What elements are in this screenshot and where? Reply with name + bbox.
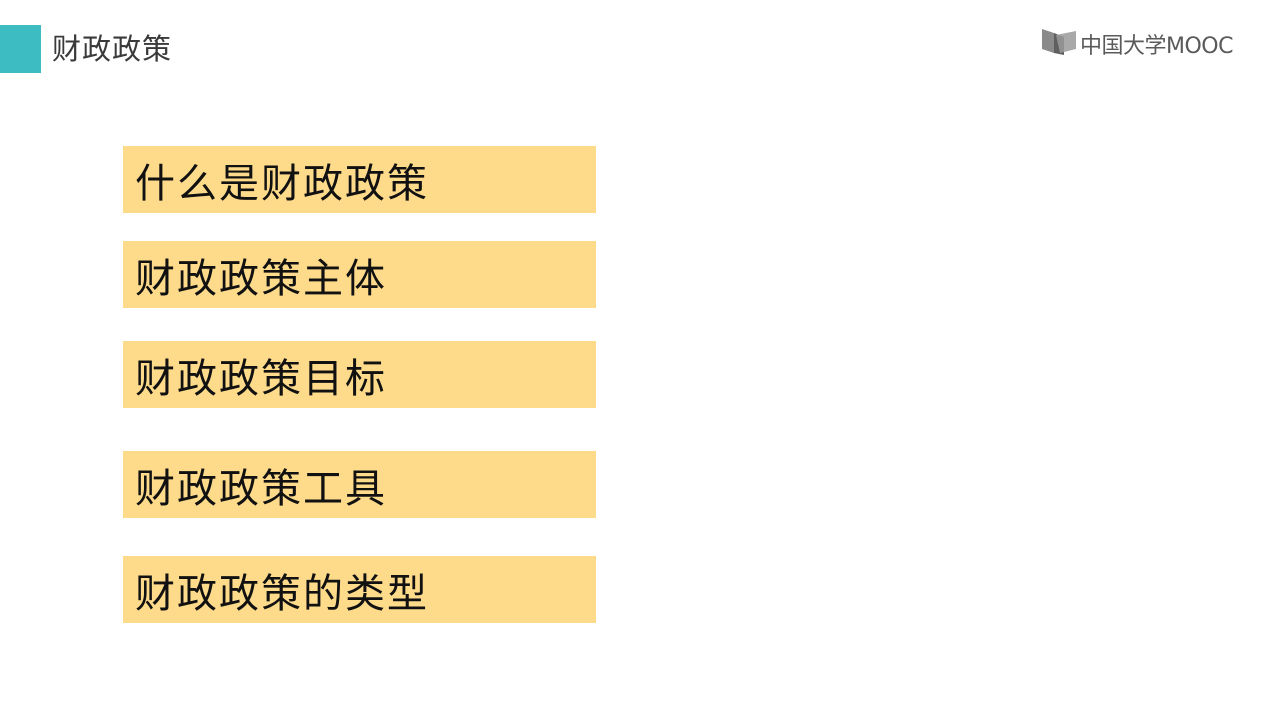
topic-policy-tools[interactable]: 财政政策工具 [123,451,596,518]
topic-label: 财政政策的类型 [135,570,429,617]
topic-policy-subject[interactable]: 财政政策主体 [123,241,596,308]
topic-label: 财政政策目标 [135,355,387,402]
topic-policy-goals[interactable]: 财政政策目标 [123,341,596,408]
topic-label: 财政政策主体 [135,255,387,302]
title-accent-block [0,25,41,73]
logo-text: 中国大学MOOC [1080,34,1233,59]
slide-title: 财政政策 [52,32,173,66]
topic-label: 什么是财政政策 [135,160,429,207]
book-icon [1042,27,1076,61]
topic-what-is-fiscal-policy[interactable]: 什么是财政政策 [123,146,596,213]
topic-policy-types[interactable]: 财政政策的类型 [123,556,596,623]
topic-label: 财政政策工具 [135,465,387,512]
mooc-logo: 中国大学MOOC [1042,27,1233,61]
